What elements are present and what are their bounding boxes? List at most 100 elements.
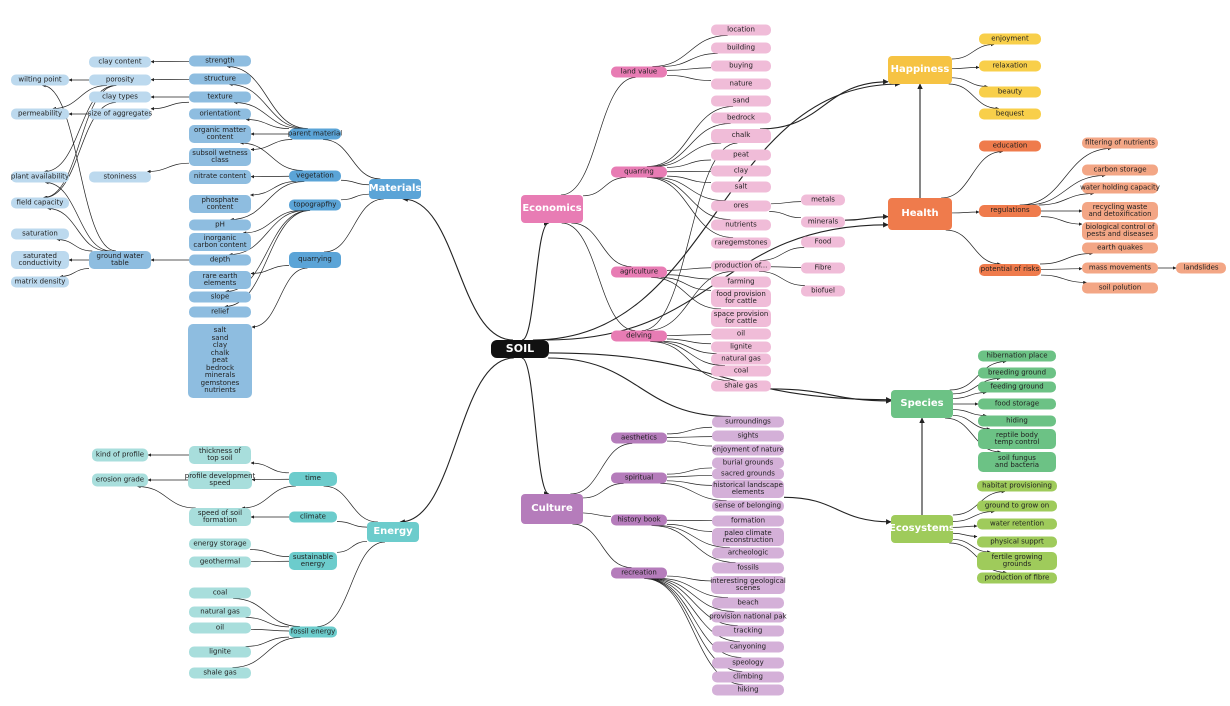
node-materials-nitrate: nitrate content xyxy=(189,170,251,184)
node-economics-metals: metals xyxy=(801,194,845,206)
node-economics-sand: sand xyxy=(711,95,771,107)
node-culture-surroundings: surroundings xyxy=(712,416,784,428)
node-economics-clay: clay xyxy=(711,165,771,177)
connector-ores-to-minerals xyxy=(769,211,802,219)
node-materials-clay-content: clay content xyxy=(89,56,151,68)
node-culture-canyoning: canyoning xyxy=(712,641,784,653)
node-happiness-enjoyment: enjoyment xyxy=(979,33,1041,45)
node-culture-enjoyment-nature: enjoyment of nature xyxy=(712,444,784,456)
node-economics-quarring: quarring xyxy=(611,166,667,178)
node-culture-spiritual: spiritual xyxy=(611,472,667,484)
node-materials-texture: texture xyxy=(189,91,251,103)
node-health-education: education xyxy=(979,140,1041,152)
node-economics-salt: salt xyxy=(711,181,771,193)
connector-regulations-to-filtering xyxy=(1019,146,1112,206)
node-economics-agriculture: agriculture xyxy=(611,266,667,278)
node-culture-recreation: recreation xyxy=(611,567,667,579)
connector-root-to-materials xyxy=(402,196,513,341)
node-materials-matrix-density: matrix density xyxy=(11,276,69,288)
node-species-hibernation: hibernation place xyxy=(978,350,1056,362)
node-ecosystems-physical-support: physical supprt xyxy=(977,536,1057,548)
node-ecosystems-ground-grow: ground to grow on xyxy=(977,500,1057,512)
node-happiness-relaxation: relaxation xyxy=(979,60,1041,72)
connector-delving-to-lignite xyxy=(666,338,712,345)
node-culture-formation: formation xyxy=(712,515,784,527)
node-materials-relief: relief xyxy=(189,306,251,318)
node-economics-shale-gas: shale gas xyxy=(711,380,771,392)
connector-quarrying-to-raw_list xyxy=(251,267,308,329)
node-health-regulations: regulations xyxy=(979,205,1041,217)
connector-health-to-risks xyxy=(945,229,1001,266)
node-materials-plant-availability: plant availability xyxy=(11,171,69,183)
connector-root-to-energy xyxy=(399,357,514,525)
node-economics-peat: peat xyxy=(711,149,771,161)
node-materials-saturation: saturation xyxy=(11,228,69,240)
node-energy-coal: coal xyxy=(189,587,251,599)
connector-ecosystems-to-water_retention xyxy=(952,524,978,528)
connector-energy-to-sustainable xyxy=(336,541,368,553)
connector-delving-to-natural_gas xyxy=(663,341,717,354)
node-economics-nutrients: nutrients xyxy=(711,219,771,231)
node-materials-vegetation: vegetation xyxy=(289,170,341,182)
node-energy-geothermal: geothermal xyxy=(189,556,251,568)
connector-production-to-fibre xyxy=(770,266,802,268)
connector-risks-to-soil_pollution xyxy=(1040,274,1087,285)
node-species-food-storage: food storage xyxy=(978,398,1056,410)
connector-species-to-feeding xyxy=(952,390,987,399)
connector-aesthetics-to-sights xyxy=(666,436,713,438)
node-economics-ores: ores xyxy=(711,200,771,212)
connector-spiritual-to-historical_landscape xyxy=(666,480,713,486)
connector-root-to-culture xyxy=(521,357,550,497)
node-materials-clay-types: clay types xyxy=(89,91,151,103)
node-happiness-beauty: beauty xyxy=(979,86,1041,98)
node-main-topics-culture: Culture xyxy=(521,494,583,524)
node-energy-erosion: erosion grade xyxy=(92,473,148,487)
connector-culture-to-recreation xyxy=(572,523,632,568)
node-materials-slope: slope xyxy=(189,291,251,303)
node-health-filtering: filtering of nutrients xyxy=(1082,137,1158,149)
connector-shale_gas-to-species xyxy=(770,388,892,404)
node-economics-minerals: minerals xyxy=(801,216,845,228)
node-economics-land-value: land value xyxy=(611,66,667,78)
node-economics-biofuel: biofuel xyxy=(801,285,845,297)
node-materials-strength: strength xyxy=(189,55,251,67)
connector-agriculture-to-production xyxy=(666,267,712,271)
node-main-topics-materials: Materials xyxy=(369,179,421,199)
connector-economics-to-agriculture xyxy=(571,222,632,267)
connector-risks-to-mass_movements xyxy=(1040,266,1083,271)
node-energy-oil: oil xyxy=(189,622,251,634)
connector-aesthetics-to-surroundings xyxy=(666,426,713,435)
node-economics-building: building xyxy=(711,42,771,54)
node-economics-production: production of... xyxy=(711,260,771,272)
connector-parent_material-to-orientation xyxy=(245,117,290,129)
connector-ground_water-to-saturation xyxy=(56,237,93,252)
connector-historical_landscape-to-ecosystems xyxy=(783,496,892,525)
connector-vegetation-to-phosphate xyxy=(250,181,297,197)
node-culture-history-book: history book xyxy=(611,514,667,526)
connector-sustainable-to-energy_storage xyxy=(250,549,290,557)
connector-ecosystems-to-physical_support xyxy=(952,532,978,539)
node-economics-oil: oil xyxy=(711,328,771,340)
node-energy-shale-gas: shale gas xyxy=(189,667,251,679)
connector-land_value-to-building xyxy=(662,53,718,67)
node-culture-speology: speology xyxy=(712,657,784,669)
connector-texture-to-size_aggregates xyxy=(150,101,190,111)
node-materials-orientation: orientationt xyxy=(189,108,251,120)
connector-culture-to-aesthetics xyxy=(570,443,633,495)
connector-culture-to-history_book xyxy=(582,512,612,517)
node-energy-lignite: lignite xyxy=(189,646,251,658)
node-materials-field-capacity: field capacity xyxy=(11,197,69,209)
connector-spiritual-to-burial xyxy=(666,467,713,475)
node-main-topics-species: Species xyxy=(891,390,953,418)
node-economics-raregemstones: raregemstones xyxy=(711,237,771,249)
